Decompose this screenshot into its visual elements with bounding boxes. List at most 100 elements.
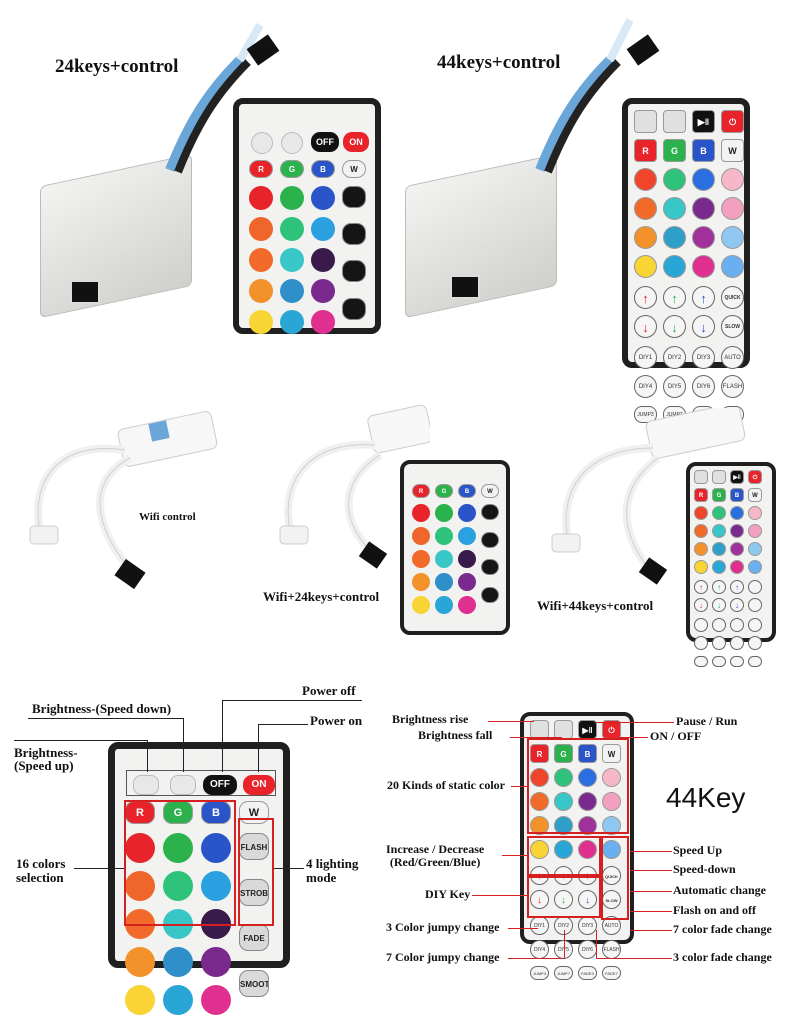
- ann-automatic: Automatic change: [673, 883, 766, 897]
- color-key: [435, 596, 453, 614]
- color-key: [412, 550, 430, 568]
- color-key: W: [602, 744, 621, 763]
- diy-key: DIY5: [663, 375, 686, 398]
- color-key: R: [634, 139, 657, 162]
- ann-on-off: ON / OFF: [650, 729, 702, 743]
- diy-key: [694, 636, 708, 650]
- color-key: [125, 985, 155, 1015]
- arrow-up-icon: ↑: [730, 580, 744, 594]
- color-key: [163, 833, 193, 863]
- color-key: [311, 186, 335, 210]
- label-wifi-24keys: Wifi+24keys+control: [263, 589, 380, 604]
- mode-key-fade: [481, 559, 499, 576]
- color-key: [412, 504, 430, 522]
- wifi-module-3: [551, 408, 746, 585]
- diy-key: [730, 618, 744, 632]
- diy-key: [694, 618, 708, 632]
- brightness-up-icon: [281, 132, 303, 154]
- arrow-down-icon: ↓: [578, 890, 597, 909]
- color-key: [663, 226, 686, 249]
- arrow-up-icon: ↑: [634, 286, 657, 309]
- arrow-up-icon: ↑: [694, 580, 708, 594]
- color-key: [163, 947, 193, 977]
- diy-key: DIY6: [692, 375, 715, 398]
- color-key: [530, 768, 549, 787]
- color-key: [748, 506, 762, 520]
- arrow-down-icon: ↓: [530, 890, 549, 909]
- color-key: [748, 524, 762, 538]
- color-key: [721, 226, 744, 249]
- mode-key-smooth: SMOOTH: [239, 969, 269, 997]
- color-key: [712, 524, 726, 538]
- label-wifi-control: Wifi control: [139, 511, 196, 523]
- diy-key: [730, 636, 744, 650]
- diy-key: DIY3: [692, 346, 715, 369]
- title-44keys: 44keys+control: [437, 52, 561, 73]
- color-key: B: [692, 139, 715, 162]
- key-w: W: [342, 160, 366, 178]
- arrow-up-icon: ↑: [692, 286, 715, 309]
- highlight-side-keys: [601, 836, 629, 920]
- color-key: [458, 596, 476, 614]
- off-button-annotated: OFF: [203, 775, 237, 795]
- key-w: W: [481, 484, 499, 498]
- color-key: [458, 527, 476, 545]
- control-key: ▶‖: [578, 720, 597, 739]
- cable-1: [165, 23, 280, 174]
- control-key: [663, 110, 686, 133]
- color-key: B: [730, 488, 744, 502]
- color-key: R: [530, 744, 549, 763]
- mode-key-flash: [342, 186, 366, 208]
- color-key: G: [663, 139, 686, 162]
- color-key: [578, 816, 597, 835]
- control-key: ⏻: [721, 110, 744, 133]
- highlight-diy: [527, 876, 601, 918]
- mode-key-strobe: [481, 531, 499, 548]
- color-key: [712, 506, 726, 520]
- color-key: [602, 792, 621, 811]
- control-key: ▶‖: [730, 470, 744, 484]
- ann-16-colors: 16 colors selection: [16, 856, 66, 885]
- jump-fade-key: [730, 656, 744, 667]
- control-key: [712, 470, 726, 484]
- color-key: B: [578, 744, 597, 763]
- color-key: G: [712, 488, 726, 502]
- control-key: ⏻: [748, 470, 762, 484]
- diy-key: DIY4: [530, 940, 549, 959]
- color-key: [412, 573, 430, 591]
- color-key: [712, 560, 726, 574]
- color-key: [578, 768, 597, 787]
- ann-diy-key: DIY Key: [425, 887, 471, 901]
- mode-key-fade: [342, 260, 366, 283]
- color-key: [249, 279, 273, 303]
- slow-key: SLOW: [721, 315, 744, 338]
- ann-brightness-fall: Brightness fall: [418, 728, 493, 742]
- slow-key: [748, 598, 762, 612]
- auto-key: AUTO: [602, 916, 621, 935]
- brightness-down-btn-icon: [170, 775, 196, 795]
- color-key: [730, 524, 744, 538]
- color-key: [730, 506, 744, 520]
- brightness-up-btn-icon: [133, 775, 159, 795]
- color-key: [201, 833, 231, 863]
- color-key: [730, 560, 744, 574]
- color-key: [692, 168, 715, 191]
- key-r: R: [249, 160, 273, 178]
- color-key: [458, 573, 476, 591]
- color-key: [311, 248, 335, 272]
- color-key: [748, 560, 762, 574]
- color-key: [435, 550, 453, 568]
- brightness-down-icon: [251, 132, 273, 154]
- jump-fade-key: [712, 656, 726, 667]
- jump-fade-key: FADE3: [578, 966, 597, 980]
- color-key: [694, 560, 708, 574]
- color-key: [634, 197, 657, 220]
- color-key: [530, 840, 549, 859]
- color-key: [602, 816, 621, 835]
- color-key: [554, 816, 573, 835]
- color-key: [721, 197, 744, 220]
- highlight-static-colors: [527, 738, 629, 834]
- color-key: [125, 833, 155, 863]
